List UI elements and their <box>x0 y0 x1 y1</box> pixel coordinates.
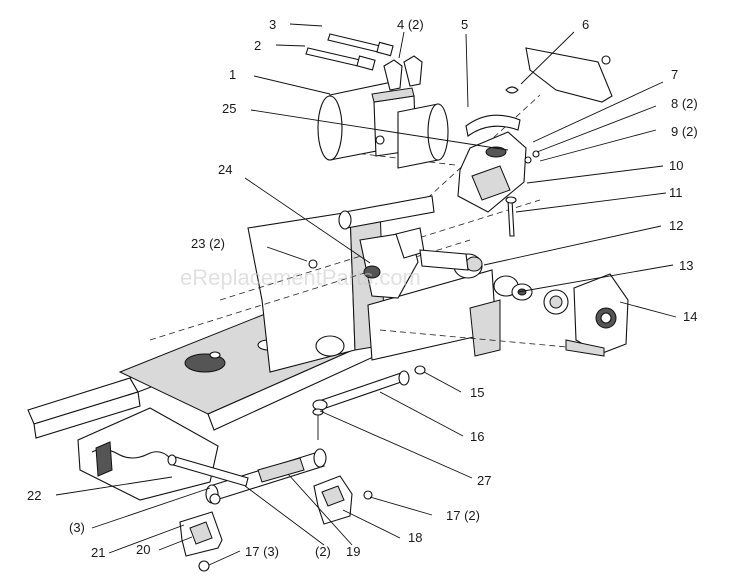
callout-15: 15 <box>470 385 484 400</box>
callout-10: 10 <box>669 158 683 173</box>
callout-27: 27 <box>477 473 491 488</box>
callout-labels: 3 4 (2) 5 6 2 1 7 8 (2) 9 (2) 25 10 24 1… <box>27 17 698 560</box>
pin-20 <box>209 493 221 505</box>
callout-22: 22 <box>27 488 41 503</box>
callout-17-2: 17 (2) <box>446 508 480 523</box>
callout-16: 16 <box>470 429 484 444</box>
frame-assembly <box>27 94 601 439</box>
bracket-18 <box>313 475 353 525</box>
callout-6: 6 <box>582 17 589 32</box>
callout-3-paren: (3) <box>69 520 85 535</box>
watermark: eReplacementParts.com <box>180 265 421 290</box>
bolt-17-upper <box>363 490 373 500</box>
callout-12: 12 <box>669 218 683 233</box>
callout-21: 21 <box>91 545 105 560</box>
callout-20: 20 <box>136 542 150 557</box>
linkage-rod <box>312 365 426 440</box>
callout-3: 3 <box>269 17 276 32</box>
pivot-shaft <box>338 195 629 357</box>
callout-14: 14 <box>683 309 697 324</box>
callout-2-paren: (2) <box>315 544 331 559</box>
motor-assembly <box>305 33 449 169</box>
callout-2: 2 <box>254 38 261 53</box>
callout-25: 25 <box>222 101 236 116</box>
callout-11: 11 <box>669 185 683 200</box>
callout-18: 18 <box>408 530 422 545</box>
callout-8: 8 (2) <box>671 96 698 111</box>
callout-9: 9 (2) <box>671 124 698 139</box>
callout-5: 5 <box>461 17 468 32</box>
callout-13: 13 <box>679 258 693 273</box>
callout-17-3: 17 (3) <box>245 544 279 559</box>
bolt-17-lower <box>198 560 210 572</box>
nut-23 <box>308 259 318 269</box>
tilt-cylinder <box>205 448 327 504</box>
callout-4: 4 (2) <box>397 17 424 32</box>
callout-23: 23 (2) <box>191 236 225 251</box>
callout-1: 1 <box>229 67 236 82</box>
callout-19: 19 <box>346 544 360 559</box>
callout-24: 24 <box>218 162 232 177</box>
bracket-21 <box>179 511 223 557</box>
callout-7: 7 <box>671 67 678 82</box>
clamp-bracket <box>457 47 613 237</box>
front-plate <box>77 407 219 501</box>
pivot-rod <box>167 454 249 487</box>
leader-lines <box>55 23 677 566</box>
